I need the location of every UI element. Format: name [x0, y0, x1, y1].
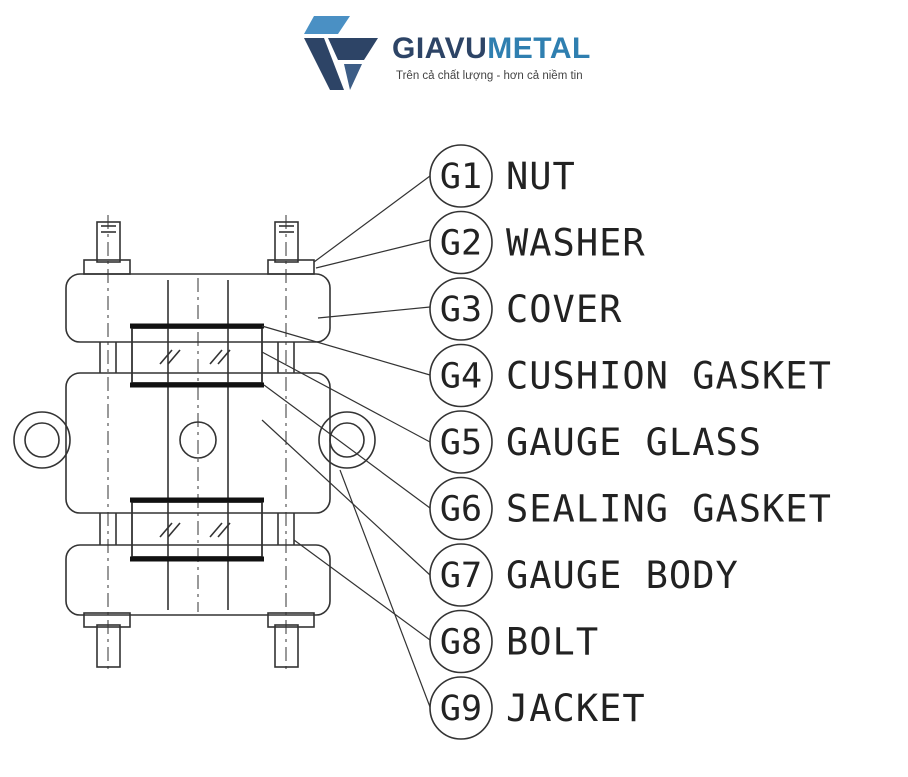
- callout-circle: [429, 210, 493, 275]
- callout-g8: G8 BOLT: [429, 609, 599, 674]
- brand-name: GIAVUMETAL: [392, 34, 591, 64]
- part-name: CUSHION GASKET: [506, 355, 832, 398]
- callout-circle: [429, 277, 493, 341]
- callout-g3: G3 COVER: [429, 277, 622, 341]
- part-code: G7: [440, 556, 482, 596]
- callout-circle: [429, 343, 493, 408]
- part-name: WASHER: [506, 222, 646, 265]
- callout-g5: G5 GAUGE GLASS: [429, 410, 762, 474]
- brand-logo: GIAVUMETAL Trên cả chất lượng - hơn cả n…: [304, 12, 604, 98]
- part-code: G2: [440, 224, 482, 264]
- part-name: BOLT: [506, 621, 599, 664]
- part-code: G9: [440, 689, 482, 729]
- callout-circle: [429, 410, 493, 474]
- gaskets: [130, 323, 264, 562]
- brand-name-part2: METAL: [487, 32, 591, 65]
- part-code: G5: [440, 423, 482, 463]
- part-code: G8: [440, 623, 482, 663]
- callout-circle: [429, 609, 493, 674]
- part-name: GAUGE BODY: [506, 554, 739, 597]
- part-name: GAUGE GLASS: [506, 421, 762, 464]
- part-name: JACKET: [506, 687, 646, 730]
- callout-g7: G7 GAUGE BODY: [429, 543, 739, 607]
- gauge-drawing: [13, 215, 376, 672]
- part-code: G1: [440, 157, 482, 197]
- callout-circle: [429, 543, 493, 607]
- callout-g6: G6 SEALING GASKET: [429, 476, 832, 541]
- brand-tagline: Trên cả chất lượng - hơn cả niềm tin: [396, 70, 583, 82]
- callout-g1: G1 NUT: [429, 144, 576, 208]
- callout-circle: [429, 476, 493, 541]
- callout-g2: G2 WASHER: [429, 210, 646, 275]
- logo-icon: [304, 16, 378, 90]
- callout-g4: G4 CUSHION GASKET: [429, 343, 832, 408]
- part-name: NUT: [506, 155, 576, 198]
- part-code: G4: [440, 357, 482, 397]
- callout-circle: [429, 144, 493, 208]
- callout-circle: [429, 676, 493, 740]
- part-code: G6: [440, 490, 482, 530]
- leader-lines: [261, 175, 431, 708]
- part-code: G3: [440, 290, 482, 330]
- part-name: COVER: [506, 288, 622, 331]
- brand-name-part1: GIAVU: [392, 32, 488, 65]
- callout-g9: G9 JACKET: [429, 676, 646, 740]
- part-name: SEALING GASKET: [506, 488, 832, 531]
